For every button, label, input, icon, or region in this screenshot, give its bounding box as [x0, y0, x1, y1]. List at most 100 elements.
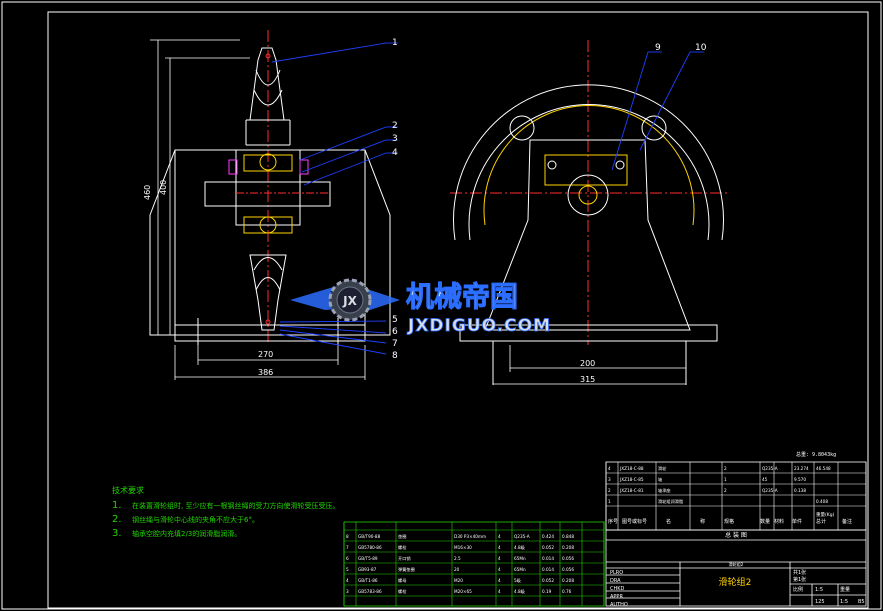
balloon-5: 5 — [392, 315, 398, 325]
parts-table-cell: 5级 — [514, 577, 522, 584]
parts-list-cell: 滑轮 — [658, 465, 667, 472]
parts-list-header-cell: 数量 — [760, 518, 770, 525]
balloon-8: 8 — [392, 351, 398, 361]
parts-list-header-weight: 重量(Kg) — [816, 511, 835, 518]
watermark-subtitle: JXDIGUO.COM — [407, 316, 551, 336]
inner-frame — [47, 11, 869, 609]
balloon-4: 4 — [392, 148, 398, 158]
parts-table-cell: 0.424 — [542, 534, 554, 539]
notes-heading: 技术要求 — [112, 485, 144, 495]
parts-list-header-cell: 单件 — [792, 518, 802, 525]
parts-table-cell: 6 — [346, 556, 349, 561]
parts-table-cell: 螺栓 — [398, 544, 407, 551]
balloon-3: 3 — [392, 134, 398, 144]
title-block-meta-cell: 1:5 — [840, 599, 848, 605]
parts-list-header-cell: 名 — [666, 518, 671, 525]
assembly-title-row: 总 装 图 — [725, 531, 747, 539]
parts-list-cell: 9.570 — [794, 477, 806, 482]
watermark-title: 机械帝国 — [406, 280, 518, 313]
parts-table-cell: 4 — [498, 578, 501, 583]
title-block-role: PLRO — [610, 570, 623, 576]
note-1-text: 在装置滑轮组时, 至少应有一根钢丝绳的受力方向使滑轮受压受压。 — [132, 501, 339, 510]
axle — [204, 181, 331, 207]
title-block-role: DRA — [610, 578, 621, 584]
parts-table-cell: 20 — [454, 567, 460, 572]
parts-list-cell: JXZ18-C-81 — [619, 488, 644, 493]
parts-list-cell: 2 — [608, 488, 611, 493]
parts-table-cell: M20×65 — [454, 589, 472, 594]
lower-sheave — [249, 254, 287, 331]
balloon-10: 10 — [695, 43, 707, 53]
parts-table-cell: 3 — [346, 589, 349, 594]
drawing-name: 滑轮组2 — [719, 576, 752, 588]
parts-table-cell: GB5780-86 — [358, 545, 382, 550]
upper-sheave — [249, 47, 285, 121]
front-view — [450, 40, 730, 385]
parts-list-cell: 23.274 — [794, 466, 809, 471]
parts-table-cell: GB5783-86 — [358, 589, 382, 594]
title-block-role: CHKD — [610, 586, 625, 592]
parts-table-cell: 0.056 — [562, 556, 574, 561]
title-block-meta-cell: 125 — [815, 599, 825, 605]
parts-table-cell: 7 — [346, 545, 349, 550]
parts-list-cell: 滑轮组润滑脂 — [658, 498, 683, 505]
parts-table-cell: M16×30 — [454, 545, 472, 550]
leader-lines — [271, 42, 704, 355]
parts-list-cell: Q235-A — [762, 466, 778, 471]
parts-table-cell: GB/T1-86 — [358, 578, 378, 583]
parts-table-cell: 4 — [498, 534, 501, 539]
side-dimensions — [150, 39, 366, 380]
note-2-text: 钢丝绳与滑轮中心线的夹角不应大于6°。 — [132, 515, 259, 524]
parts-list-cell: JXZ18-C-88 — [619, 466, 644, 471]
title-block-meta-cell: 第1张 — [793, 576, 806, 583]
parts-table-cell: 弹簧垫圈 — [398, 566, 415, 573]
note-1-num: 1. — [112, 500, 122, 511]
dim-inner-height: 400 — [159, 180, 168, 195]
title-block-meta-cell: 比例 — [793, 586, 803, 593]
parts-table-cell: 螺栓 — [398, 588, 407, 595]
parts-list-cell: 轴 — [658, 476, 662, 483]
parts-table-cell: 0.76 — [562, 589, 572, 594]
parts-list-header-cell: 序号 — [608, 518, 618, 525]
dim-base-width-right: 200 — [580, 359, 595, 368]
parts-list-cell: 0.408 — [816, 499, 828, 504]
parts-table-cell: 螺母 — [398, 577, 406, 584]
parts-table-cell: D30 P3×40mm — [454, 534, 486, 539]
parts-table-cell: 0.056 — [562, 567, 574, 572]
title-block-meta-cell: 共1张 — [793, 569, 806, 576]
parts-list-cell: 3 — [608, 477, 611, 482]
parts-list-cell: 45 — [762, 477, 768, 482]
parts-table-cell: 垫圈 — [398, 533, 406, 540]
parts-list-cell: 2 — [724, 466, 727, 471]
watermark-badge: JX — [342, 294, 357, 308]
parts-table-cell: 4 — [498, 556, 501, 561]
balloon-6: 6 — [392, 327, 398, 337]
parts-table-cell: 4.8级 — [514, 588, 526, 595]
parts-list-header: 序号图号或标号名称规格数量材料单件总计备注重量(Kg) — [608, 511, 852, 525]
parts-list-cell: 1 — [608, 499, 611, 504]
note-3-num: 3. — [112, 528, 122, 539]
parts-table-cell: 65Mn — [514, 556, 526, 561]
parts-table-cell: 开口销 — [398, 555, 411, 562]
parts-table-cell: 0.19 — [542, 589, 552, 594]
parts-table-cell: GB/T5-89 — [358, 556, 378, 561]
parts-table-cell: GB93-87 — [358, 567, 377, 572]
parts-list-cell: 0.138 — [794, 488, 806, 493]
note-3-text: 轴承空腔内充填2/3的润滑脂润滑。 — [132, 529, 241, 538]
parts-table-cell: 0.052 — [542, 545, 554, 550]
title-block-scale-note: 滑轮组2 — [729, 561, 744, 567]
parts-table-cell: Q235-A — [514, 534, 530, 539]
parts-list-header-cell: 规格 — [724, 518, 734, 525]
dim-base-width-left: 270 — [258, 350, 273, 359]
balloon-1: 1 — [392, 38, 398, 48]
dim-overall-height: 460 — [143, 185, 152, 200]
parts-table-cell: 4 — [346, 578, 349, 583]
title-block-meta-cell: 重量 — [840, 586, 850, 593]
title-block-meta-cell: 1:5 — [815, 587, 823, 593]
front-dimensions — [493, 345, 686, 385]
parts-table-cell: 4.8级 — [514, 544, 526, 551]
parts-list-cell: 4 — [608, 466, 611, 471]
parts-list-cell: Q235-A — [762, 488, 778, 493]
